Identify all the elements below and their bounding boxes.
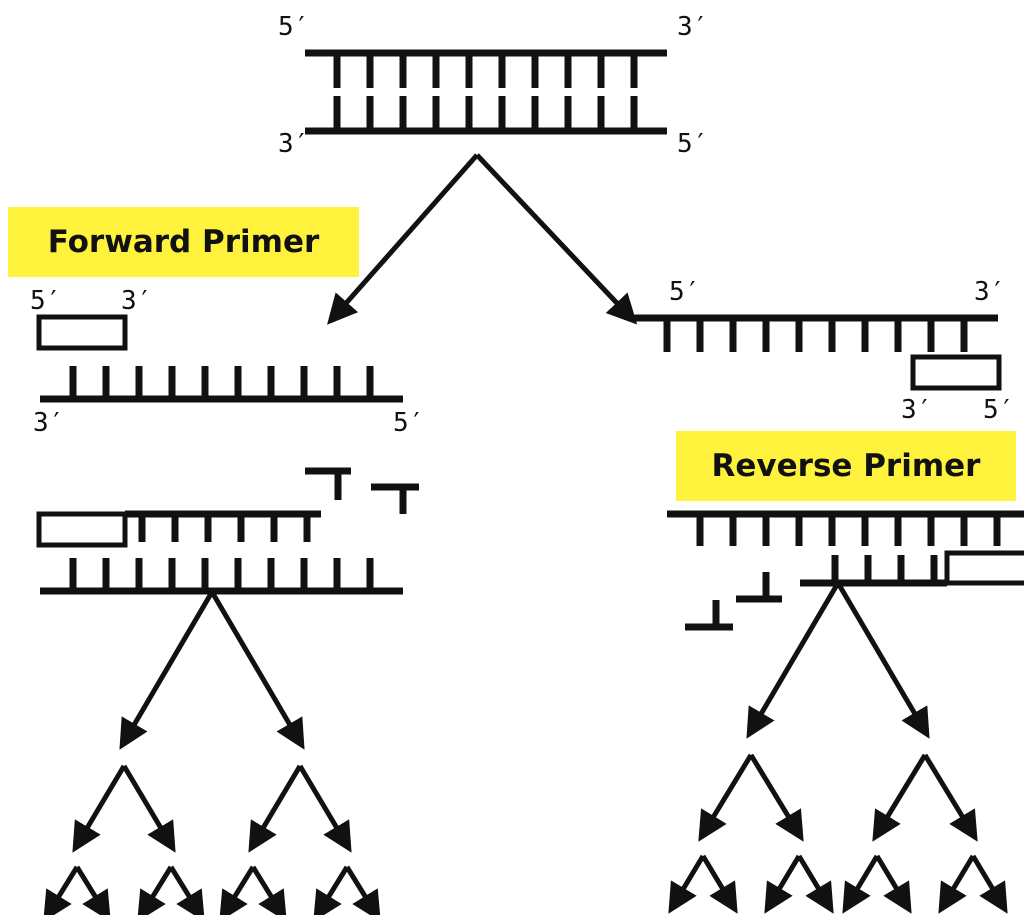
amplification-arrow [842,854,880,914]
arrow-to-reverse-strand [475,153,638,325]
amplification-arrow [121,764,176,853]
forward-primer-box [36,314,128,351]
amplification-arrow [72,764,127,853]
replication-arrows [43,153,1008,920]
top-strand-5-end-label: 5′ [278,12,310,42]
forward-primer-5-end-label: 5′ [30,286,62,316]
amplification-arrow [668,854,706,914]
amplification-arrow [748,753,804,842]
top-strand-3-end-label: 3′ [677,12,709,42]
forward-primer-3-end-label: 3′ [121,286,153,316]
reverse-primer-extended-box [944,550,1024,586]
forward-primer-extended-box [36,511,128,548]
right-template-3-end-label: 3′ [974,277,1006,307]
right-template-5-end-label: 5′ [669,277,701,307]
amplification-arrow [119,590,215,750]
amplification-arrow [835,581,930,739]
amplification-arrow [297,764,352,853]
reverse-primer-box [910,354,1002,391]
amplification-arrow [43,865,80,920]
amplification-arrow [700,854,738,914]
amplification-arrow [872,753,928,842]
arrow-to-forward-strand [327,153,479,325]
amplification-arrow [250,865,287,920]
reverse-primer-highlight [676,431,1016,501]
reverse-primer-5-end-label: 5′ [983,395,1015,425]
amplification-arrow [796,854,834,914]
amplification-arrow [922,753,978,842]
left-template-3-end-label: 3′ [33,408,65,438]
reverse-primer-label: Reverse Primer [711,447,981,484]
amplification-arrow [746,581,841,739]
primer-boxes [36,314,1024,586]
forward-primer-label: Forward Primer [47,223,320,260]
amplification-arrow [344,865,381,920]
left-template-5-end-label: 5′ [393,408,425,438]
amplification-arrow [168,865,205,920]
amplification-arrow [698,753,754,842]
amplification-arrow [764,854,802,914]
bottom-strand-5-end-label: 5′ [677,129,709,159]
bottom-strand-3-end-label: 3′ [278,129,310,159]
dna-strands [40,49,1024,631]
amplification-arrow [938,854,976,914]
amplification-arrow [970,854,1008,914]
amplification-arrow [219,865,256,920]
amplification-arrow [313,865,350,920]
amplification-arrow [74,865,111,920]
amplification-arrow [874,854,912,914]
forward-primer-highlight [8,207,359,277]
reverse-primer-3-end-label: 3′ [901,395,933,425]
amplification-arrow [209,590,305,750]
amplification-arrow [248,764,303,853]
amplification-arrow [137,865,174,920]
